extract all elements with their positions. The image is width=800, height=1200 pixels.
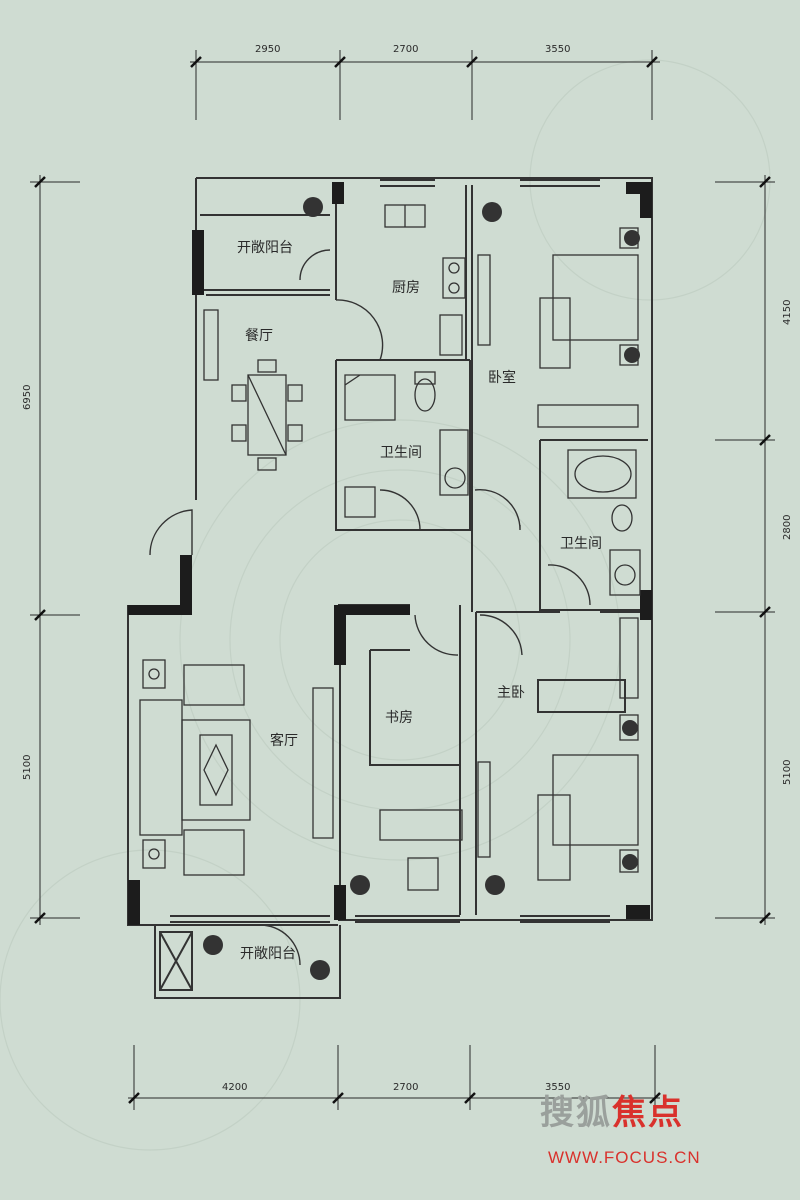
bath-vanity-icon [439, 429, 469, 496]
label-bathroom-2: 卫生间 [560, 536, 602, 552]
plant-icons [203, 197, 640, 980]
dim-left-2: 5100 [22, 755, 33, 780]
dim-right-1: 4150 [782, 300, 793, 325]
rug-icon [181, 719, 251, 821]
label-study: 书房 [385, 710, 413, 726]
dim-bottom-3: 3550 [545, 1082, 570, 1093]
dim-left-1: 6950 [22, 385, 33, 410]
label-bathroom-1: 卫生间 [380, 445, 422, 461]
desk-icon [379, 809, 463, 841]
doors [149, 249, 591, 966]
sofa-icon [139, 699, 183, 836]
bathtub-icon [567, 449, 637, 499]
stove-icon [442, 257, 466, 299]
dim-bottom-2: 2700 [393, 1082, 418, 1093]
label-dining: 餐厅 [245, 328, 273, 344]
label-open-balcony-bottom: 开敞阳台 [240, 946, 296, 962]
thin-walls [127, 177, 653, 999]
watermark-logo: 搜狐焦点 [540, 1085, 684, 1134]
plant-icon [622, 720, 638, 736]
label-living: 客厅 [270, 732, 298, 749]
label-kitchen: 厨房 [392, 280, 420, 296]
plant-icon [485, 875, 505, 895]
plant-icon [624, 347, 640, 363]
wardrobe-icon [537, 404, 639, 428]
plant-icon [350, 875, 370, 895]
master-wardrobe-icon [619, 617, 639, 699]
plant-icon [303, 197, 323, 217]
thick-walls [128, 182, 652, 925]
watermark-text-plain: 搜狐 [540, 1093, 612, 1133]
dim-right-2: 2800 [782, 515, 793, 540]
watermark-url: WWW.FOCUS.CN [548, 1148, 701, 1167]
watermark-text-accent: 焦点 [612, 1093, 684, 1133]
chair-icon [407, 857, 439, 891]
dim-bottom-1: 4200 [222, 1082, 247, 1093]
plant-icon [482, 202, 502, 222]
label-open-balcony-top: 开敞阳台 [237, 240, 293, 256]
label-master-bedroom: 主卧 [497, 685, 525, 701]
tv-cabinet-icon [312, 687, 334, 839]
shower-icon [344, 374, 396, 421]
plant-icon [310, 960, 330, 980]
plant-icon [624, 230, 640, 246]
dining-table-icon [247, 374, 287, 456]
dim-right-3: 5100 [782, 760, 793, 785]
dim-top-2: 2700 [393, 44, 418, 55]
dimension-ticks [34, 56, 771, 1104]
furniture [139, 204, 641, 891]
plant-icon [203, 935, 223, 955]
dimension-lines [30, 50, 775, 1110]
master-bed-icon [552, 754, 639, 846]
toilet-icon-2 [611, 504, 633, 532]
dim-top-1: 2950 [255, 44, 280, 55]
toilet-icon [414, 378, 436, 412]
dim-top-3: 3550 [545, 44, 570, 55]
label-bedroom: 卧室 [488, 369, 516, 386]
plant-icon [622, 854, 638, 870]
